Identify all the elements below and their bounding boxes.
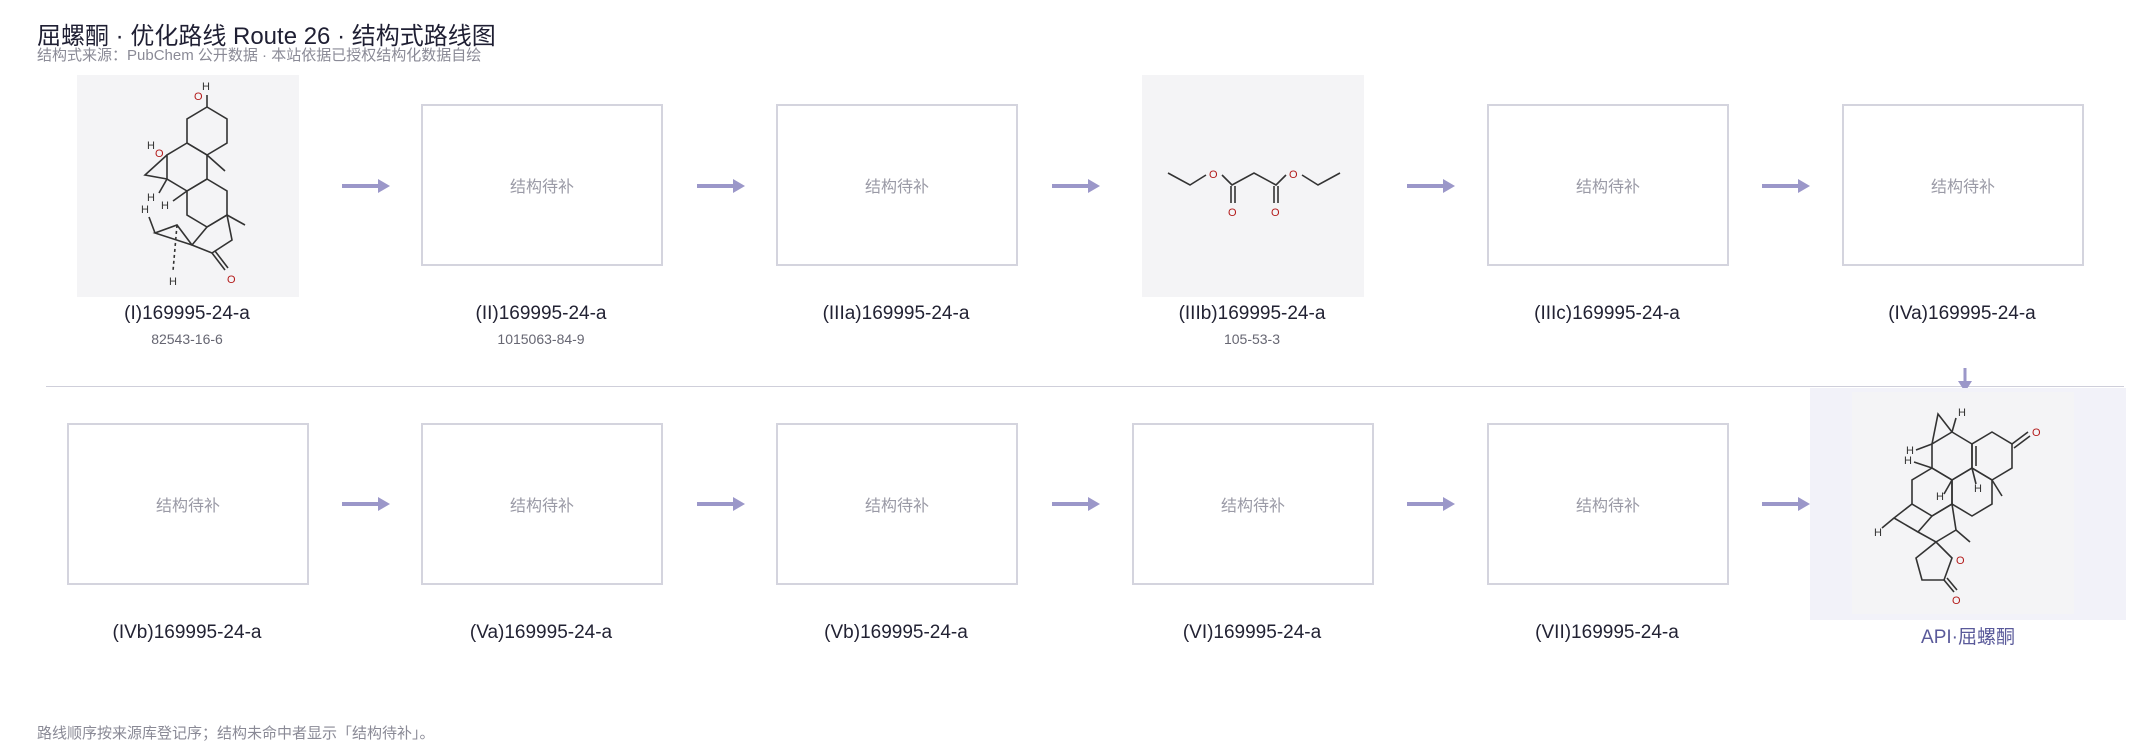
atom-label: O (1228, 207, 1237, 219)
arrow-right-icon (1052, 497, 1100, 511)
atom-label: H (1874, 527, 1882, 539)
node-cas: 82543-16-6 (151, 331, 223, 347)
node-label: (II)169995-24-a (475, 303, 607, 324)
node-label: (IVa)169995-24-a (1888, 303, 2036, 324)
node-VI[interactable]: 结构待补 (VI)169995-24-a (1122, 423, 1382, 653)
atom-label: H (169, 276, 177, 288)
arrow-right-icon (342, 179, 390, 193)
node-cas: 1015063-84-9 (497, 331, 585, 347)
row-divider (46, 386, 2124, 387)
structure-placeholder: 结构待补 (421, 423, 663, 585)
node-label: (I)169995-24-a (124, 303, 250, 324)
placeholder-text: 结构待补 (864, 179, 929, 196)
structure-IIIb-image: O O O O (1142, 75, 1364, 297)
footer-note: 路线顺序按来源库登记序；结构未命中者显示「结构待补」。 (37, 725, 435, 742)
placeholder-text: 结构待补 (509, 179, 574, 196)
atom-label: O (1271, 207, 1280, 219)
page-title: 屈螺酮 · 优化路线 Route 26 · 结构式路线图 (37, 23, 496, 50)
structure-API-svg: O H H H H H H O O (1874, 407, 2041, 607)
node-label: (IIIc)169995-24-a (1534, 303, 1680, 324)
atom-label: O (155, 148, 164, 160)
arrow-right-icon (1407, 179, 1455, 193)
node-label: (VI)169995-24-a (1182, 622, 1322, 643)
atom-label: H (1904, 455, 1912, 467)
node-Vb[interactable]: 结构待补 (Vb)169995-24-a (766, 423, 1026, 653)
structure-placeholder: 结构待补 (67, 423, 309, 585)
atom-label: O (2032, 427, 2041, 439)
structure-I-svg: H O O H H H H O H (141, 81, 246, 288)
structure-IIIb-svg: O O O O (1167, 169, 1341, 219)
placeholder-text: 结构待补 (864, 498, 929, 515)
atom-label: O (1289, 169, 1298, 181)
structure-API-image[interactable]: O H H H H H H O O (1852, 392, 2074, 614)
arrow-right-icon (1762, 179, 1810, 193)
atom-label: H (202, 81, 210, 93)
arrow-right-icon (1407, 497, 1455, 511)
node-IIIb[interactable]: O O O O (IIIb)169995-24-a 105-53-3 (1122, 75, 1382, 355)
structure-placeholder: 结构待补 (1842, 104, 2084, 266)
page-subtitle: 结构式来源：PubChem 公开数据 · 本站依据已授权结构化数据自绘 (37, 47, 482, 64)
node-label: (Vb)169995-24-a (824, 622, 968, 643)
node-IVb[interactable]: 结构待补 (IVb)169995-24-a (57, 423, 317, 653)
node-IVa[interactable]: 结构待补 (IVa)169995-24-a (1832, 104, 2092, 354)
atom-label: H (147, 192, 155, 204)
node-VII[interactable]: 结构待补 (VII)169995-24-a (1477, 423, 1737, 653)
structure-I-image: H O O H H H H O H (77, 75, 299, 297)
arrow-right-icon (1052, 179, 1100, 193)
api-label: API·屈螺酮 (1921, 627, 2015, 648)
structure-placeholder: 结构待补 (1487, 104, 1729, 266)
atom-label: H (147, 140, 155, 152)
placeholder-text: 结构待补 (509, 498, 574, 515)
atom-label: H (1906, 445, 1914, 457)
structure-placeholder: 结构待补 (1132, 423, 1374, 585)
placeholder-text: 结构待补 (155, 498, 220, 515)
placeholder-text: 结构待补 (1930, 179, 1995, 196)
node-label: (IIIb)169995-24-a (1178, 303, 1326, 324)
node-label: (IIIa)169995-24-a (822, 303, 970, 324)
arrow-right-icon (1762, 497, 1810, 511)
placeholder-text: 结构待补 (1575, 179, 1640, 196)
placeholder-text: 结构待补 (1575, 498, 1640, 515)
node-label: (Va)169995-24-a (469, 622, 613, 643)
structure-placeholder: 结构待补 (776, 423, 1018, 585)
atom-label: H (1936, 491, 1944, 503)
arrow-down-icon (1958, 368, 1972, 392)
node-IIIc[interactable]: 结构待补 (IIIc)169995-24-a (1477, 104, 1737, 354)
arrow-right-icon (342, 497, 390, 511)
atom-label: O (1952, 595, 1961, 607)
atom-label: O (1956, 555, 1965, 567)
node-label: (VII)169995-24-a (1535, 622, 1679, 643)
structure-placeholder: 结构待补 (421, 104, 663, 266)
structure-placeholder: 结构待补 (1487, 423, 1729, 585)
arrow-right-icon (697, 179, 745, 193)
atom-label: H (141, 204, 149, 216)
atom-label: H (1958, 407, 1966, 419)
placeholder-text: 结构待补 (1220, 498, 1285, 515)
atom-label: H (1974, 483, 1982, 495)
node-II[interactable]: 结构待补 (II)169995-24-a 1015063-84-9 (411, 104, 671, 354)
atom-label: O (194, 91, 203, 103)
atom-label: H (161, 200, 169, 212)
node-Va[interactable]: 结构待补 (Va)169995-24-a (411, 423, 671, 653)
structure-placeholder: 结构待补 (776, 104, 1018, 266)
atom-label: O (1209, 169, 1218, 181)
atom-label: O (227, 274, 236, 286)
node-I[interactable]: H O O H H H H O H (I)169995-24-a 82543-1… (57, 75, 317, 355)
node-label: (IVb)169995-24-a (112, 622, 262, 643)
node-cas: 105-53-3 (1223, 331, 1281, 347)
arrow-right-icon (697, 497, 745, 511)
node-IIIa[interactable]: 结构待补 (IIIa)169995-24-a (766, 104, 1026, 354)
